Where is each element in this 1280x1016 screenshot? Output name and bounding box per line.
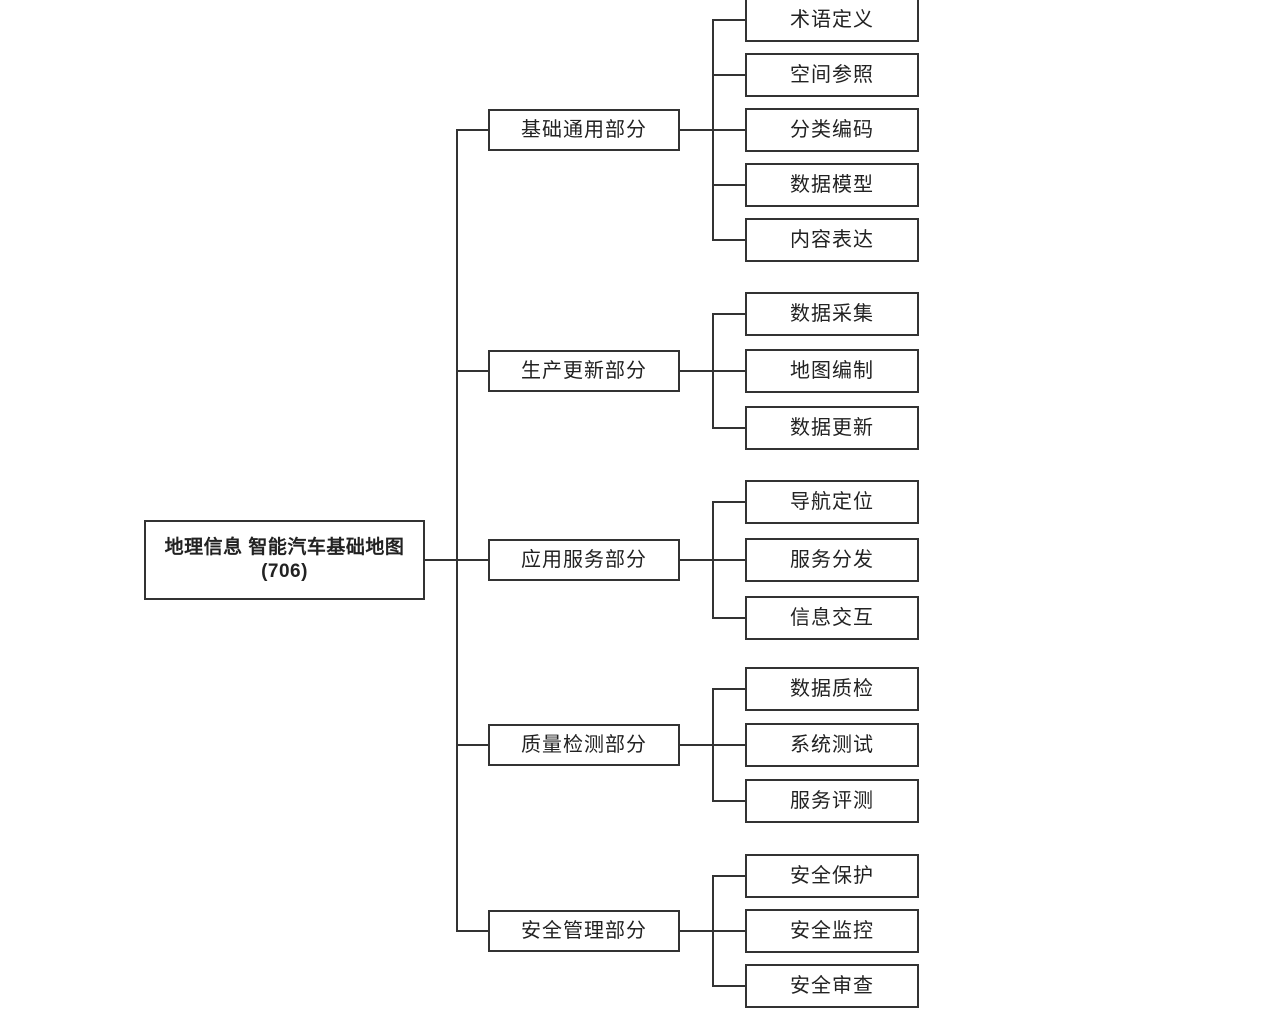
root-node: 地理信息 智能汽车基础地图 (706) bbox=[144, 520, 425, 600]
connector-branch-stub-1 bbox=[458, 129, 488, 131]
branch-node-3-label: 应用服务部分 bbox=[521, 548, 647, 571]
leaf-node-2-2: 地图编制 bbox=[745, 349, 919, 393]
connector-branch-stub-5 bbox=[458, 930, 488, 932]
leaf-node-1-1-label: 术语定义 bbox=[790, 8, 874, 31]
leaf-node-3-1-label: 导航定位 bbox=[790, 490, 874, 513]
connector-root-stub bbox=[425, 559, 458, 561]
connector-subtrunk-4 bbox=[712, 688, 714, 802]
branch-node-3: 应用服务部分 bbox=[488, 539, 680, 581]
leaf-node-5-3-label: 安全审查 bbox=[790, 974, 874, 997]
connector-leaf-stub-1-1 bbox=[714, 19, 745, 21]
leaf-node-3-2-label: 服务分发 bbox=[790, 548, 874, 571]
connector-branch-out-5 bbox=[680, 930, 714, 932]
connector-leaf-stub-2-3 bbox=[714, 427, 745, 429]
branch-node-4-label: 质量检测部分 bbox=[521, 733, 647, 756]
leaf-node-4-2: 系统测试 bbox=[745, 723, 919, 767]
connector-leaf-stub-1-2 bbox=[714, 74, 745, 76]
connector-branch-stub-4 bbox=[458, 744, 488, 746]
branch-node-1-label: 基础通用部分 bbox=[521, 118, 647, 141]
branch-node-4: 质量检测部分 bbox=[488, 724, 680, 766]
leaf-node-3-3-label: 信息交互 bbox=[790, 606, 874, 629]
connector-leaf-stub-1-5 bbox=[714, 239, 745, 241]
leaf-node-1-1: 术语定义 bbox=[745, 0, 919, 42]
connector-branch-out-2 bbox=[680, 370, 714, 372]
connector-leaf-stub-4-3 bbox=[714, 800, 745, 802]
branch-node-2-label: 生产更新部分 bbox=[521, 359, 647, 382]
leaf-node-2-3: 数据更新 bbox=[745, 406, 919, 450]
connector-branch-stub-2 bbox=[458, 370, 488, 372]
leaf-node-2-2-label: 地图编制 bbox=[790, 359, 874, 382]
connector-branch-stub-3 bbox=[458, 559, 488, 561]
connector-leaf-stub-4-2 bbox=[714, 744, 745, 746]
branch-node-2: 生产更新部分 bbox=[488, 350, 680, 392]
leaf-node-4-3-label: 服务评测 bbox=[790, 789, 874, 812]
branch-node-5-label: 安全管理部分 bbox=[521, 919, 647, 942]
leaf-node-5-1: 安全保护 bbox=[745, 854, 919, 898]
leaf-node-3-2: 服务分发 bbox=[745, 538, 919, 582]
connector-branch-out-3 bbox=[680, 559, 714, 561]
connector-branch-out-1 bbox=[680, 129, 714, 131]
connector-subtrunk-1 bbox=[712, 19, 714, 241]
connector-leaf-stub-5-2 bbox=[714, 930, 745, 932]
root-node-title: 地理信息 智能汽车基础地图 bbox=[164, 537, 405, 559]
leaf-node-1-3: 分类编码 bbox=[745, 108, 919, 152]
connector-leaf-stub-4-1 bbox=[714, 688, 745, 690]
connector-subtrunk-2 bbox=[712, 313, 714, 429]
leaf-node-2-1-label: 数据采集 bbox=[790, 302, 874, 325]
connector-subtrunk-5 bbox=[712, 875, 714, 987]
leaf-node-1-4-label: 数据模型 bbox=[790, 173, 874, 196]
connector-leaf-stub-2-2 bbox=[714, 370, 745, 372]
connector-leaf-stub-3-2 bbox=[714, 559, 745, 561]
leaf-node-2-1: 数据采集 bbox=[745, 292, 919, 336]
leaf-node-1-5-label: 内容表达 bbox=[790, 228, 874, 251]
leaf-node-1-4: 数据模型 bbox=[745, 163, 919, 207]
branch-node-5: 安全管理部分 bbox=[488, 910, 680, 952]
connector-leaf-stub-2-1 bbox=[714, 313, 745, 315]
connector-leaf-stub-5-3 bbox=[714, 985, 745, 987]
leaf-node-4-1: 数据质检 bbox=[745, 667, 919, 711]
leaf-node-3-1: 导航定位 bbox=[745, 480, 919, 524]
leaf-node-5-1-label: 安全保护 bbox=[790, 864, 874, 887]
connector-leaf-stub-1-3 bbox=[714, 129, 745, 131]
leaf-node-5-2: 安全监控 bbox=[745, 909, 919, 953]
leaf-node-3-3: 信息交互 bbox=[745, 596, 919, 640]
leaf-node-1-3-label: 分类编码 bbox=[790, 118, 874, 141]
connector-leaf-stub-1-4 bbox=[714, 184, 745, 186]
connector-leaf-stub-3-3 bbox=[714, 617, 745, 619]
leaf-node-2-3-label: 数据更新 bbox=[790, 416, 874, 439]
leaf-node-4-2-label: 系统测试 bbox=[790, 733, 874, 756]
connector-subtrunk-3 bbox=[712, 501, 714, 619]
leaf-node-1-5: 内容表达 bbox=[745, 218, 919, 262]
leaf-node-5-2-label: 安全监控 bbox=[790, 919, 874, 942]
leaf-node-4-3: 服务评测 bbox=[745, 779, 919, 823]
connector-leaf-stub-3-1 bbox=[714, 501, 745, 503]
connector-main-trunk bbox=[456, 129, 458, 932]
branch-node-1: 基础通用部分 bbox=[488, 109, 680, 151]
leaf-node-1-2: 空间参照 bbox=[745, 53, 919, 97]
leaf-node-5-3: 安全审查 bbox=[745, 964, 919, 1008]
root-node-subtitle: (706) bbox=[261, 561, 308, 582]
leaf-node-1-2-label: 空间参照 bbox=[790, 63, 874, 86]
leaf-node-4-1-label: 数据质检 bbox=[790, 677, 874, 700]
connector-branch-out-4 bbox=[680, 744, 714, 746]
connector-leaf-stub-5-1 bbox=[714, 875, 745, 877]
